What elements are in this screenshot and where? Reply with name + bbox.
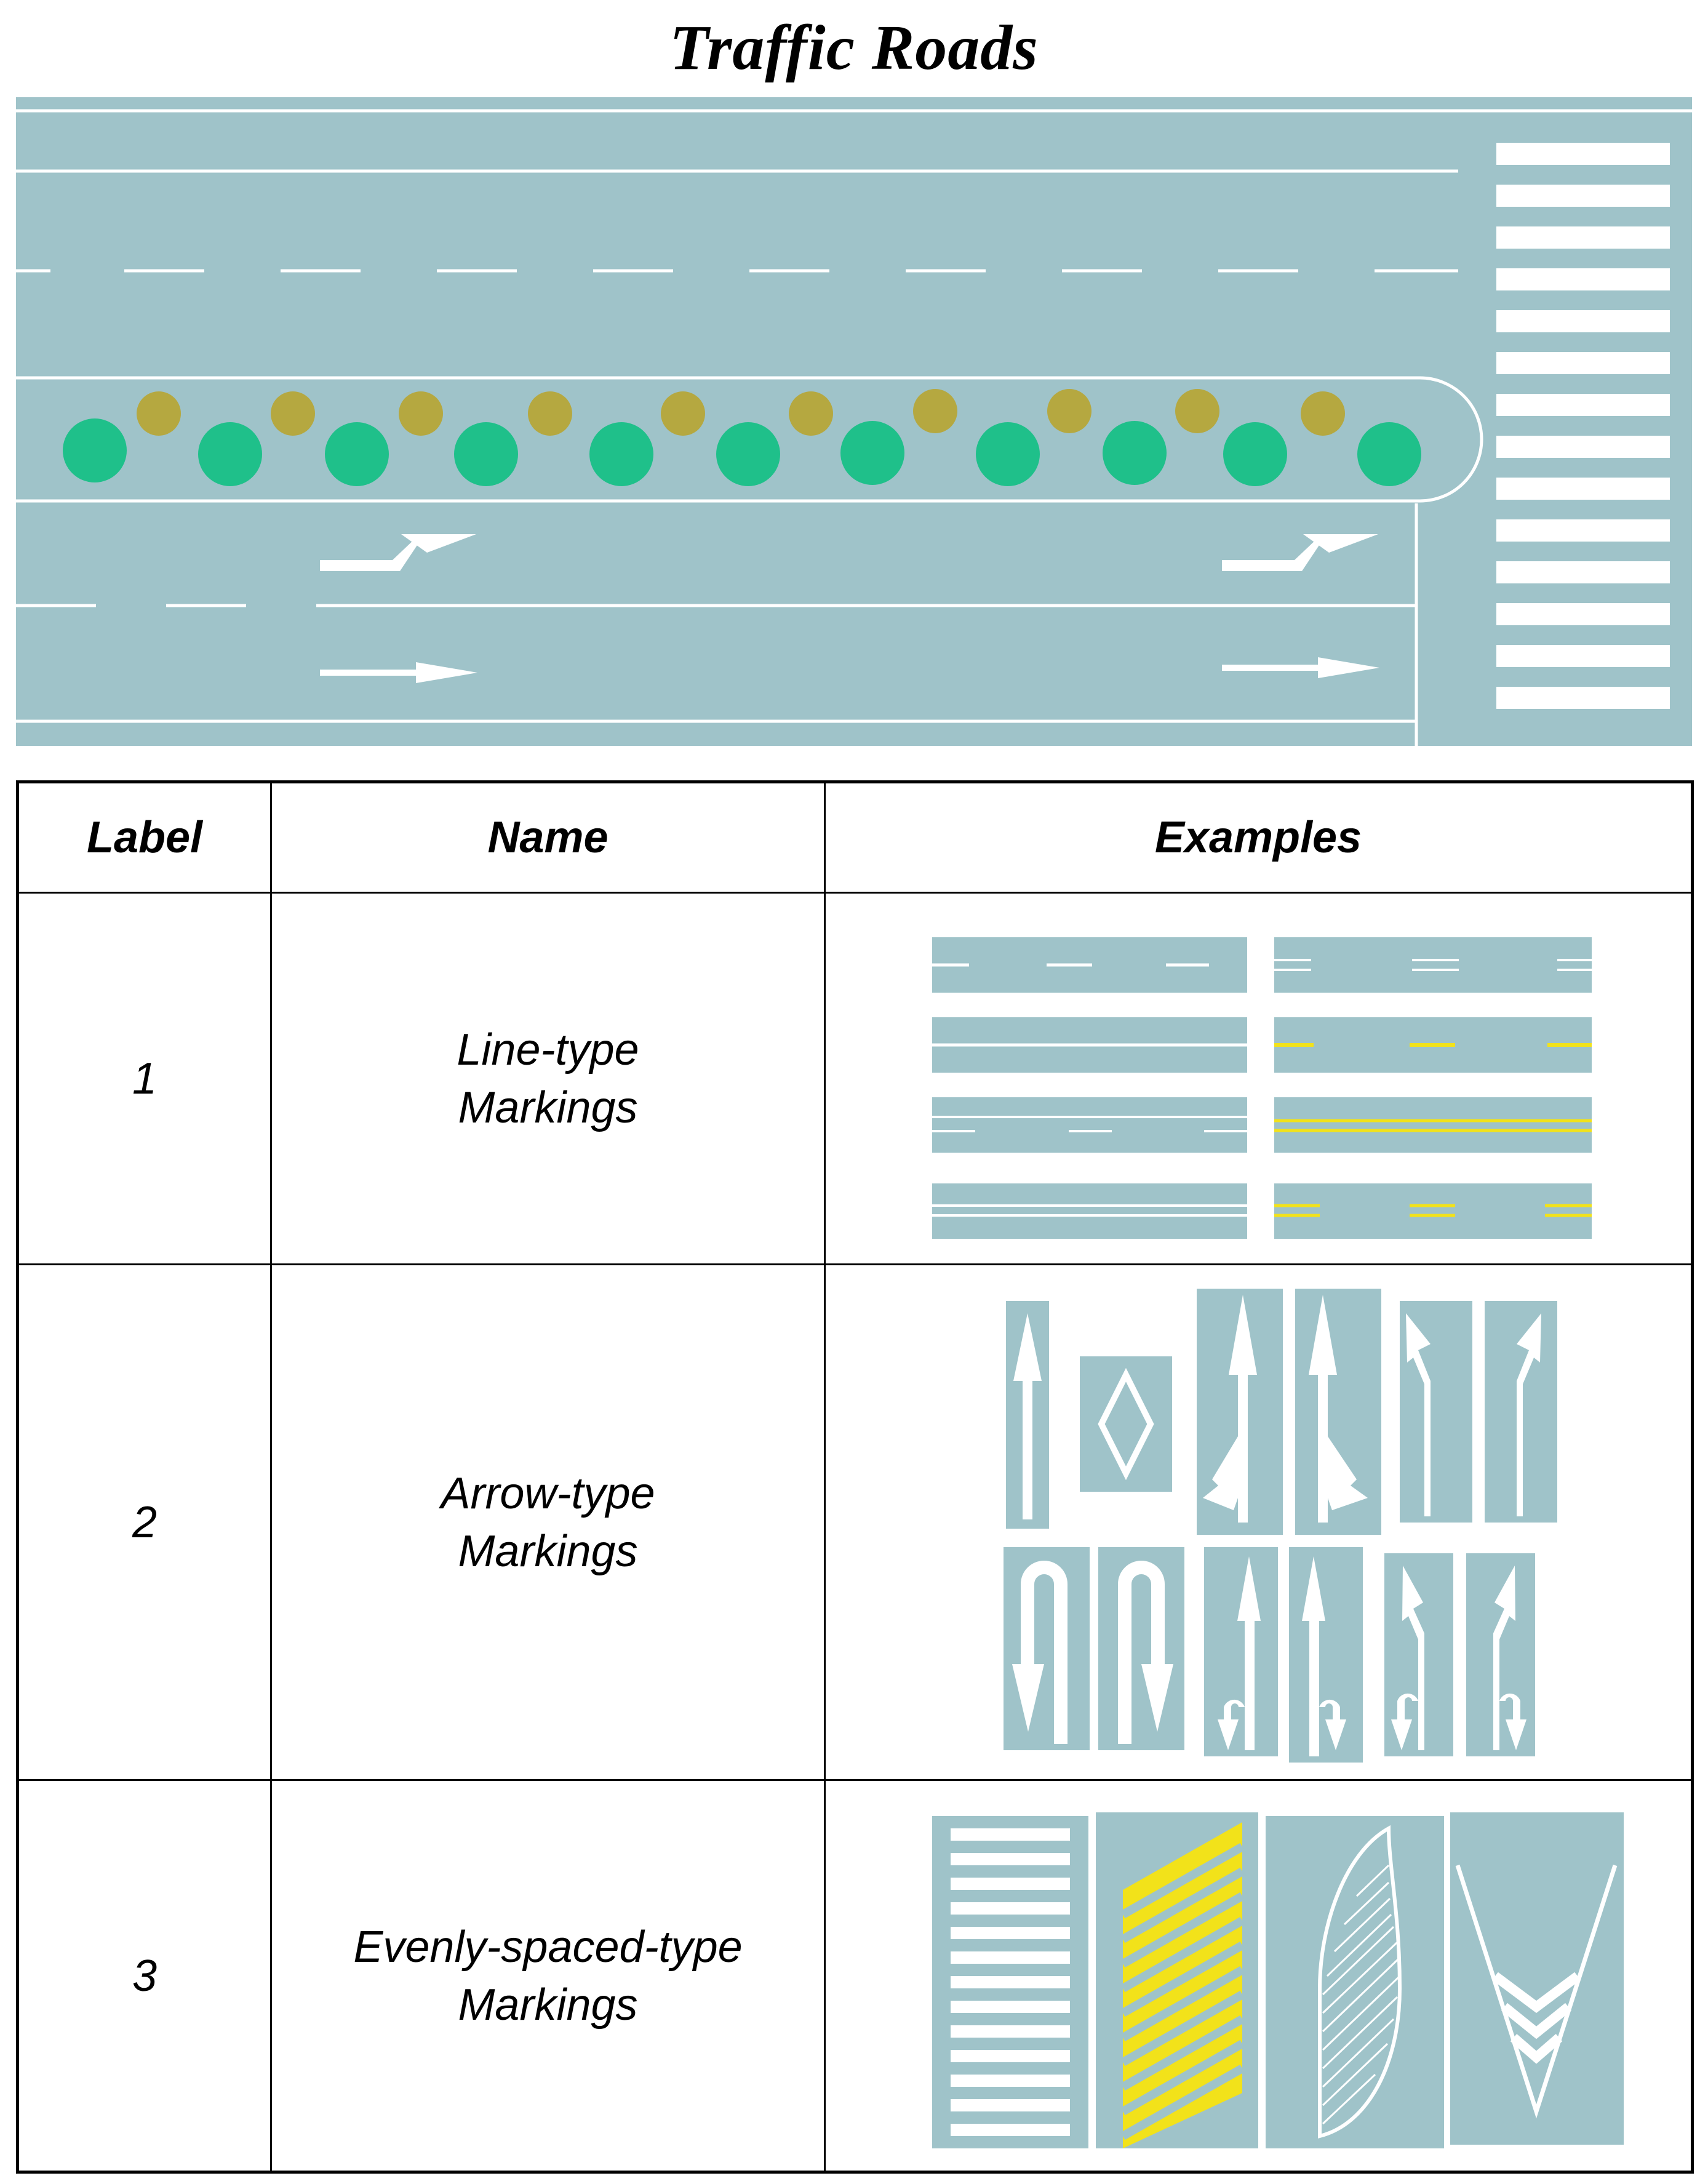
example-solid-dashed-white (932, 1097, 1247, 1153)
u-turn-right-sign (1098, 1547, 1184, 1750)
median-island (16, 376, 1483, 503)
example-dashed-yellow (1274, 1017, 1592, 1073)
row-examples (824, 892, 1693, 1265)
header-label: Label (17, 781, 272, 894)
row-name-line2: Markings (458, 1526, 638, 1576)
straight-left-arrow-sign (1197, 1288, 1283, 1535)
header-name: Name (270, 781, 826, 894)
example-double-solid-white (932, 1183, 1247, 1239)
u-turn-left-sign (1004, 1547, 1090, 1750)
lane-change-arrow-left (320, 534, 476, 571)
row-name: Arrow-type Markings (270, 1263, 826, 1781)
diamond-sign (1080, 1356, 1172, 1492)
crosswalk (1496, 143, 1670, 709)
diagram-title: Traffic Roads (669, 12, 1039, 83)
crosswalk-example (932, 1815, 1088, 2148)
row-name-line2: Markings (458, 1082, 638, 1132)
left-turn-arrow-sign (1400, 1300, 1472, 1523)
example-dashed-white (932, 937, 1247, 993)
straight-u-turn-sign-a (1204, 1547, 1278, 1756)
straight-u-turn-sign-b (1289, 1547, 1363, 1763)
row-name: Line-type Markings (270, 892, 826, 1265)
row-name-line1: Line-type (457, 1025, 639, 1074)
arrow-type-examples (1004, 1288, 1557, 1763)
row-examples (824, 1263, 1693, 1781)
diversion-hatch-example (1266, 1815, 1444, 2148)
example-double-solid-yellow (1274, 1097, 1592, 1153)
example-double-dashed-yellow (1274, 1183, 1592, 1239)
median-plants (63, 389, 1421, 486)
row-name-line2: Markings (458, 1980, 638, 2030)
line-type-examples (932, 937, 1592, 1239)
straight-arrow-right (1222, 657, 1379, 678)
table-row: 2 Arrow-type Markings (17, 1263, 1693, 1781)
row-examples (824, 1779, 1693, 2173)
header-examples: Examples (824, 781, 1693, 894)
right-turn-arrow-sign (1485, 1300, 1557, 1523)
row-name-line1: Evenly-spaced-type (353, 1922, 743, 1972)
straight-arrow-left (320, 662, 477, 683)
row-label: 2 (17, 1263, 272, 1781)
example-solid-white (932, 1017, 1247, 1073)
right-u-turn-sign (1466, 1553, 1535, 1756)
straight-right-arrow-sign (1295, 1288, 1381, 1535)
chevron-area-example (1450, 1812, 1624, 2145)
table-row: 1 Line-type Markings (17, 892, 1693, 1265)
table-row: 3 Evenly-spaced-type Markings (17, 1779, 1693, 2173)
row-name: Evenly-spaced-type Markings (270, 1779, 826, 2173)
evenly-spaced-examples (932, 1812, 1624, 2148)
left-u-turn-sign (1384, 1553, 1453, 1756)
markings-table: Label Name Examples 1 Line-type Markings (16, 780, 1694, 2174)
road-surface (16, 97, 1692, 746)
straight-arrow-sign (1006, 1300, 1049, 1529)
yellow-hatched-area-example (1096, 1812, 1258, 2148)
lane-change-arrow-right (1222, 534, 1378, 571)
row-label: 3 (17, 1779, 272, 2173)
road-illustration (16, 97, 1692, 746)
table-header-row: Label Name Examples (17, 781, 1693, 894)
row-label: 1 (17, 892, 272, 1265)
row-name-line1: Arrow-type (441, 1468, 655, 1518)
example-double-dashed-white (1274, 937, 1592, 993)
